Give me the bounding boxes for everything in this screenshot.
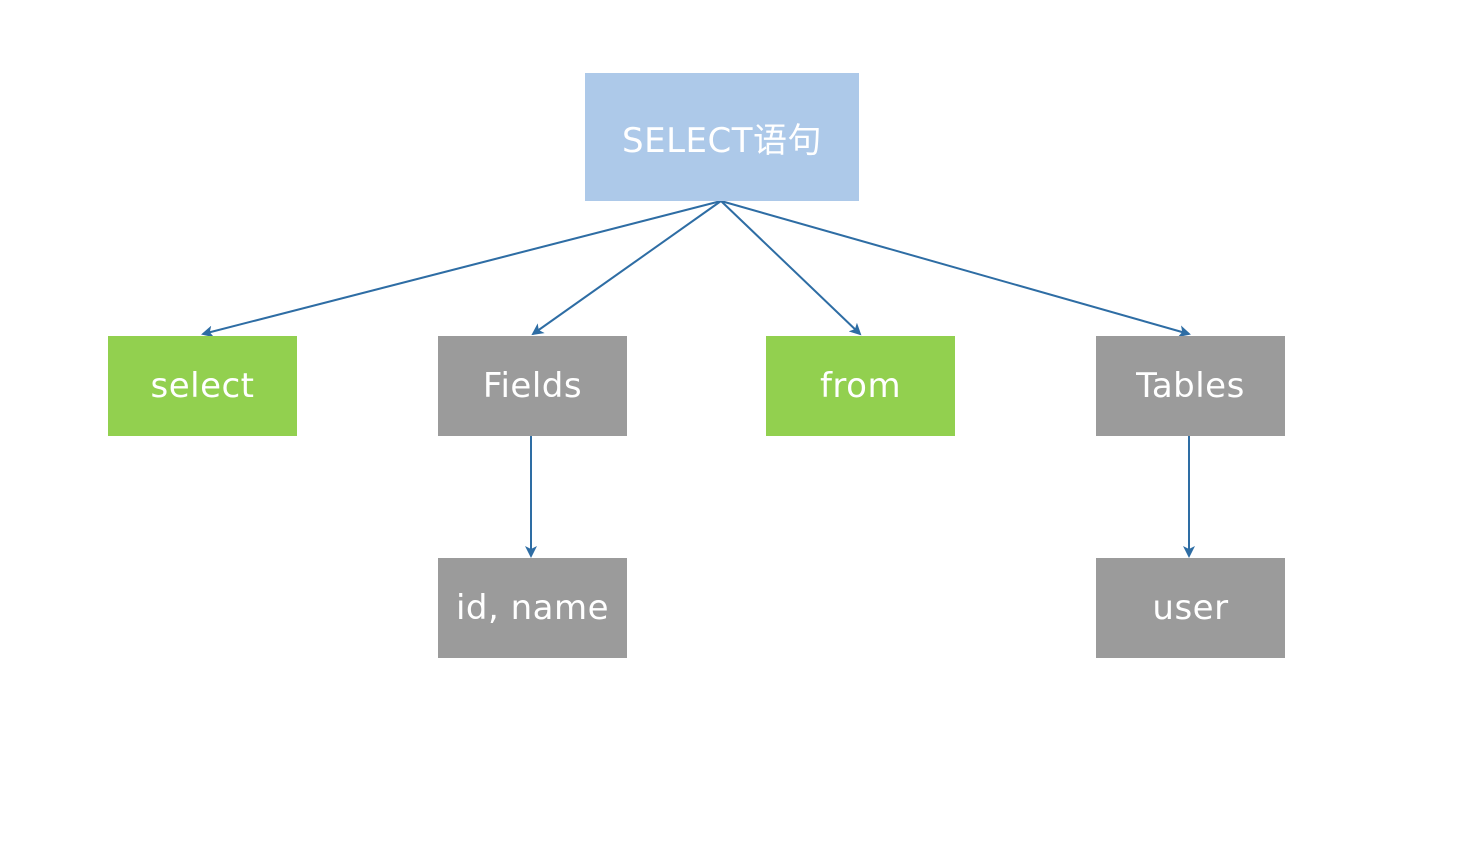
node-tables-label: Tables: [1136, 366, 1245, 406]
node-user-label: user: [1152, 588, 1229, 628]
node-tables: Tables: [1096, 336, 1285, 436]
edge-root-to-tables: [720, 200, 1191, 338]
node-from-keyword: from: [766, 336, 955, 436]
node-from-keyword-label: from: [819, 366, 902, 406]
node-fields-label: Fields: [482, 366, 583, 406]
edge-root-to-fields: [531, 200, 722, 336]
node-select-statement-label: SELECT语句: [622, 120, 822, 161]
edge-root-to-select: [201, 200, 722, 338]
edge-root-to-from: [720, 200, 862, 336]
node-select-keyword-label: select: [150, 366, 255, 406]
node-id-name-label: id, name: [455, 588, 610, 628]
node-select-statement: SELECT语句: [585, 73, 859, 201]
node-id-name: id, name: [438, 558, 627, 658]
node-fields: Fields: [438, 336, 627, 436]
node-select-keyword: select: [108, 336, 297, 436]
node-user: user: [1096, 558, 1285, 658]
